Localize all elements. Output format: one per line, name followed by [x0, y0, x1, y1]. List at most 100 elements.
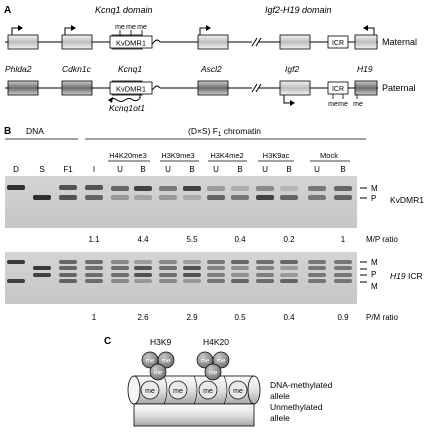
- kcnq1ot1-transcript: [109, 95, 141, 102]
- ratio-value: 4.4: [137, 235, 149, 244]
- gel-band: [231, 195, 249, 200]
- gel-kvdmr1-bands: [7, 185, 352, 200]
- gel-band: [308, 260, 326, 264]
- gel-band: [231, 279, 249, 283]
- gel-band: [59, 266, 77, 270]
- me-circle-label: me: [203, 388, 213, 395]
- methylated-allele-label-2: allele: [270, 391, 290, 401]
- gel-band: [308, 195, 326, 200]
- gel-band: [308, 266, 326, 270]
- gel-band: [59, 260, 77, 264]
- me-ball: [212, 351, 230, 369]
- igf2-gene-paternal: [279, 80, 311, 96]
- gel-band: [159, 186, 177, 191]
- gel-band: [159, 195, 177, 200]
- gel-h19-icr: [5, 252, 357, 304]
- kvdmr1-label-paternal: KvDMR1: [116, 85, 146, 94]
- unmethylated-allele-label-2: allele: [270, 413, 290, 423]
- phlda2-gene-maternal: [7, 34, 39, 50]
- gel-band: [111, 273, 129, 277]
- h3k9-top-label: H3K9: [150, 337, 172, 347]
- gel-band: [334, 279, 352, 283]
- gel-band: [308, 279, 326, 283]
- lane-b: B: [340, 165, 345, 174]
- gel-band: [280, 279, 298, 283]
- gel-band: [85, 279, 103, 283]
- kvdmr1-box-paternal: [109, 81, 153, 95]
- me-circle-label: me: [173, 388, 183, 395]
- cdkn1c-gene-paternal: [61, 80, 93, 96]
- gel-band: [85, 266, 103, 270]
- cdkn1c-gene-maternal: [61, 34, 93, 50]
- gel-band: [183, 195, 201, 200]
- me-circle-label: me: [233, 388, 243, 395]
- gel-band: [207, 195, 225, 200]
- me-ball-label: me: [153, 370, 162, 377]
- lane-u: U: [165, 165, 171, 174]
- gel-band: [134, 273, 152, 277]
- icr-box-maternal: [327, 35, 349, 49]
- lane-u: U: [314, 165, 320, 174]
- group-h4k20me3: H4K20me3: [109, 151, 147, 160]
- gel-band: [85, 273, 103, 277]
- gel-band: [183, 260, 201, 264]
- gel-band: [334, 260, 352, 264]
- maternal-label: Maternal: [382, 37, 417, 47]
- lane-b: B: [286, 165, 291, 174]
- lane-u: U: [117, 165, 123, 174]
- me-circle: [168, 380, 188, 400]
- group-mock: Mock: [320, 151, 338, 160]
- gel-band: [207, 273, 225, 277]
- gel-band: [111, 266, 129, 270]
- me-circle: [228, 380, 248, 400]
- gel-band: [308, 186, 326, 191]
- gel-band: [59, 195, 77, 200]
- lane-b: B: [237, 165, 242, 174]
- ratio-value: 2.6: [137, 313, 149, 322]
- gene-label-phlda2: Phlda2: [5, 64, 32, 74]
- me-ball-label: me: [200, 358, 209, 365]
- me-ball-label: me: [208, 370, 217, 377]
- ratio-value: 1.1: [88, 235, 100, 244]
- icr-box-paternal: [327, 81, 349, 95]
- gene-label-cdkn1c: Cdkn1c: [62, 64, 92, 74]
- gel1-label: KvDMR1: [390, 195, 424, 205]
- h4k20-top-label: H4K20: [203, 337, 229, 347]
- me-ball-label: me: [145, 358, 154, 365]
- gel-band: [207, 279, 225, 283]
- ratio-value: 5.5: [186, 235, 198, 244]
- lane-d: D: [13, 165, 19, 174]
- gel-band: [85, 195, 103, 200]
- gel-band: [111, 195, 129, 200]
- gene-label-ascl2: Ascl2: [200, 64, 222, 74]
- gel-band: [231, 266, 249, 270]
- me-ball: [149, 363, 167, 381]
- gel-band: [334, 266, 352, 270]
- gel-band: [183, 279, 201, 283]
- ascl2-gene-maternal: [197, 34, 229, 50]
- gel-band: [134, 260, 152, 264]
- gel-band: [183, 266, 201, 270]
- gel-band: [33, 195, 51, 200]
- gene-label-kcnq1: Kcnq1: [118, 64, 142, 74]
- lane-s: S: [39, 165, 44, 174]
- me-mark: me: [353, 101, 363, 108]
- maternal-chromosome: KvDMR1 ICR me me me: [5, 24, 378, 50]
- gel-band: [33, 273, 51, 277]
- gel-band: [280, 195, 298, 200]
- gel-band: [308, 273, 326, 277]
- gel-band: [134, 279, 152, 283]
- me-circle: [198, 380, 218, 400]
- gel-band: [280, 260, 298, 264]
- gel1-mark-m: M: [371, 184, 378, 193]
- lane-i: I: [93, 165, 95, 174]
- paternal-chromosome: KvDMR1 ICR me me me: [5, 80, 378, 108]
- panel-c-letter: C: [104, 336, 111, 347]
- igf2-gene-maternal: [279, 34, 311, 50]
- gel-band: [159, 279, 177, 283]
- gel2-ratio-label: P/M ratio: [366, 313, 399, 322]
- gel-band: [134, 266, 152, 270]
- ratio-value: 1: [92, 313, 97, 322]
- gel-band: [183, 186, 201, 191]
